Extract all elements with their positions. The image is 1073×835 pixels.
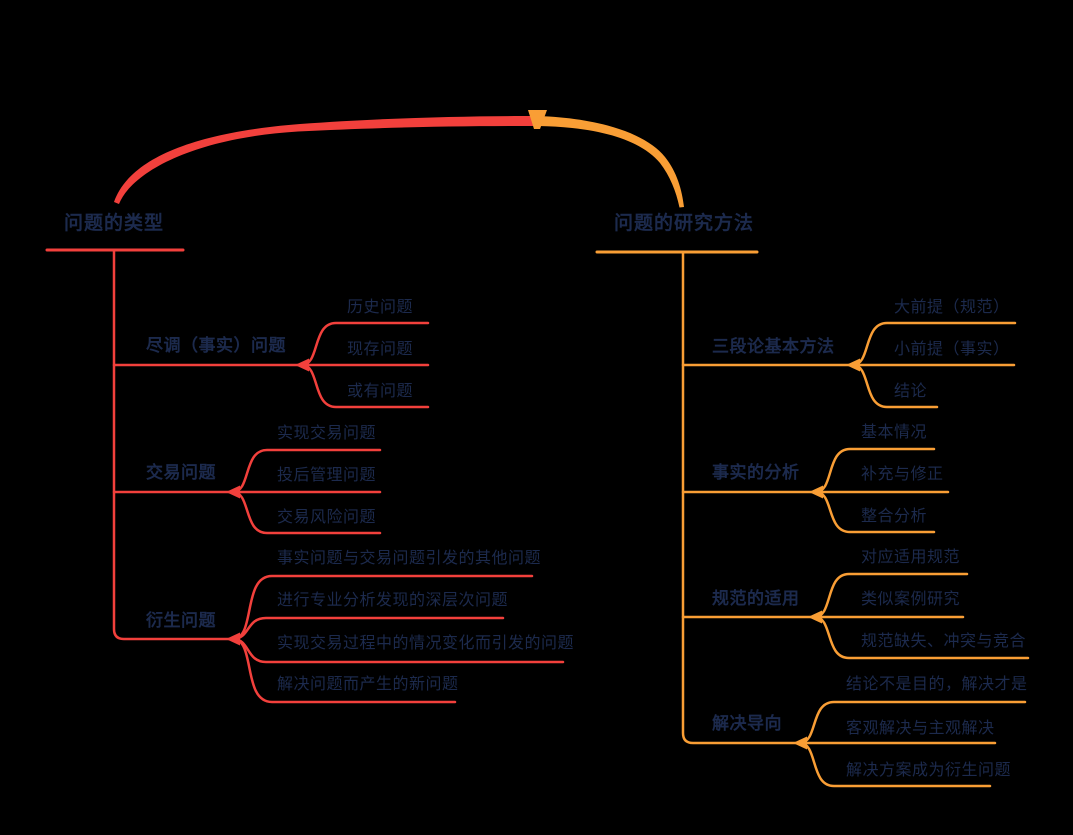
right-topic-2-sub-2[interactable]: 补充与修正 (861, 466, 944, 483)
left-root-topic[interactable]: 问题的类型 (64, 213, 165, 234)
left-topic-2-sub-2[interactable]: 投后管理问题 (277, 467, 377, 484)
left-topic-1-sub-2[interactable]: 现存问题 (347, 341, 414, 358)
right-topic-3-split-arrow (808, 610, 822, 624)
right-topic-4-split-arrow (793, 736, 807, 750)
left-topic-1-sub-3[interactable]: 或有问题 (347, 383, 414, 400)
right-topic-3-sub-3[interactable]: 规范缺失、冲突与竞合 (861, 633, 1027, 650)
right-topic-4-sub-2[interactable]: 客观解决与主观解决 (846, 720, 995, 737)
left-topic-3-sub-2[interactable]: 进行专业分析发现的深层次问题 (277, 592, 509, 609)
left-topic-1-split-arrow (295, 358, 309, 372)
root-curve-right (538, 116, 684, 208)
right-topic-1-sub-2[interactable]: 小前提（事实） (894, 341, 1010, 358)
left-topic-3-sub-1[interactable]: 事实问题与交易问题引发的其他问题 (277, 550, 542, 567)
right-topic-2[interactable]: 事实的分析 (712, 463, 800, 482)
left-topic-2-sub-3[interactable]: 交易风险问题 (277, 509, 377, 526)
left-topic-3[interactable]: 衍生问题 (146, 611, 216, 630)
root-curve-left (114, 116, 534, 204)
right-topic-4-sub-1[interactable]: 结论不是目的，解决才是 (846, 676, 1028, 693)
right-topic-2-sub-1[interactable]: 基本情况 (861, 424, 928, 441)
right-topic-1-split-arrow (846, 358, 860, 372)
left-topic-3-sub-3[interactable]: 实现交易过程中的情况变化而引发的问题 (277, 635, 575, 652)
left-topic-3-sub-4[interactable]: 解决问题而产生的新问题 (277, 676, 459, 693)
left-topic-1-sub-1[interactable]: 历史问题 (347, 299, 414, 316)
right-topic-4-sub-3[interactable]: 解决方案成为衍生问题 (846, 762, 1012, 779)
left-topic-2-split-arrow (226, 485, 240, 499)
right-topic-4[interactable]: 解决导向 (712, 714, 782, 733)
left-trunk-line (112, 248, 235, 641)
right-topic-1-sub-1[interactable]: 大前提（规范） (894, 299, 1010, 316)
right-topic-1[interactable]: 三段论基本方法 (712, 337, 835, 356)
right-topic-2-split-arrow (809, 485, 823, 499)
left-topic-1[interactable]: 尽调（事实）问题 (146, 336, 286, 355)
right-topic-2-sub-3[interactable]: 整合分析 (861, 508, 928, 525)
left-topic-2-sub-1[interactable]: 实现交易问题 (277, 425, 377, 442)
right-topic-3[interactable]: 规范的适用 (712, 589, 800, 608)
left-topic-3-split-arrow (226, 632, 240, 646)
right-topic-3-sub-1[interactable]: 对应适用规范 (861, 549, 961, 566)
right-topic-1-sub-3[interactable]: 结论 (894, 383, 928, 400)
root-wedge-icon (528, 110, 547, 129)
right-topic-3-sub-2[interactable]: 类似案例研究 (861, 591, 961, 608)
right-trunk-line (681, 250, 802, 745)
left-topic-2[interactable]: 交易问题 (146, 463, 216, 482)
right-root-topic[interactable]: 问题的研究方法 (614, 213, 755, 234)
